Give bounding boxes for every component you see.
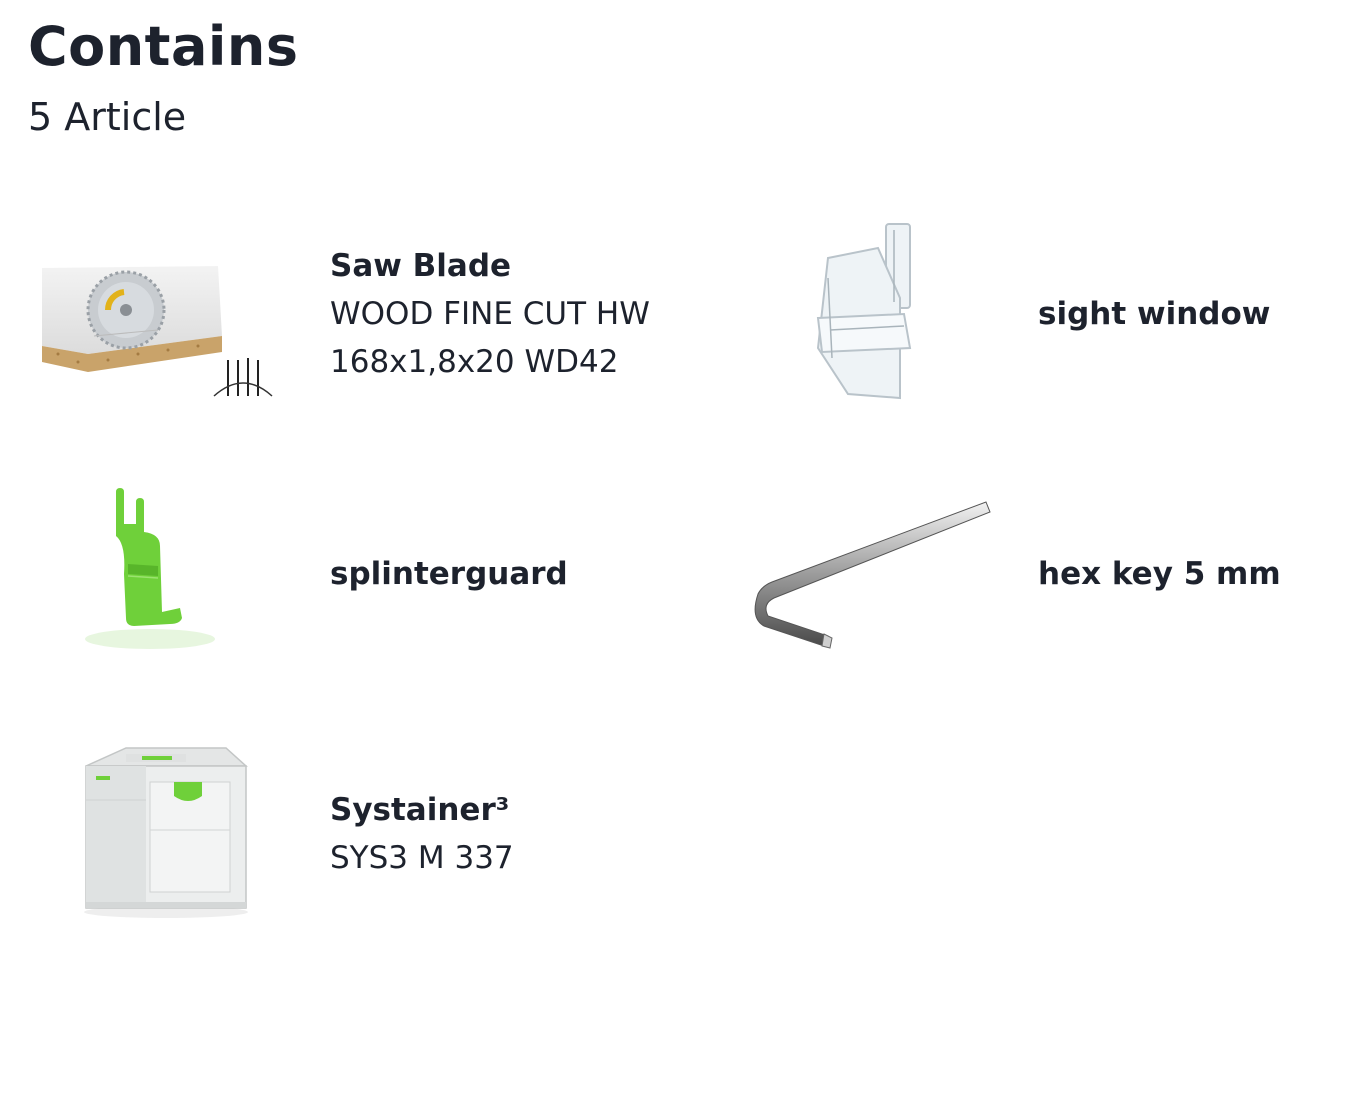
article-item-systainer[interactable]: Systainer³ SYS3 M 337 <box>0 730 700 930</box>
article-item-splinterguard[interactable]: splinterguard <box>0 470 700 670</box>
article-description-line: 168x1,8x20 WD42 <box>330 344 619 380</box>
article-name: splinterguard <box>330 556 568 592</box>
article-description-line: SYS3 M 337 <box>330 840 514 876</box>
article-name: Saw Blade <box>330 248 512 284</box>
systainer-image <box>78 740 258 920</box>
article-item-hex-key[interactable]: hex key 5 mm <box>700 470 1354 670</box>
article-item-saw-blade[interactable]: Saw Blade WOOD FINE CUT HW 168x1,8x20 WD… <box>0 200 700 420</box>
hex-key-image <box>748 490 998 655</box>
article-name: Systainer³ <box>330 792 510 828</box>
sight-window-image <box>808 218 938 403</box>
article-name: sight window <box>1038 296 1271 332</box>
article-description-line: WOOD FINE CUT HW <box>330 296 650 332</box>
splinterguard-image <box>70 484 220 654</box>
page-title: Contains <box>28 15 299 78</box>
article-name: hex key 5 mm <box>1038 556 1281 592</box>
saw-blade-image <box>38 250 278 400</box>
article-count: 5 Article <box>28 95 187 139</box>
article-item-sight-window[interactable]: sight window <box>700 200 1354 420</box>
